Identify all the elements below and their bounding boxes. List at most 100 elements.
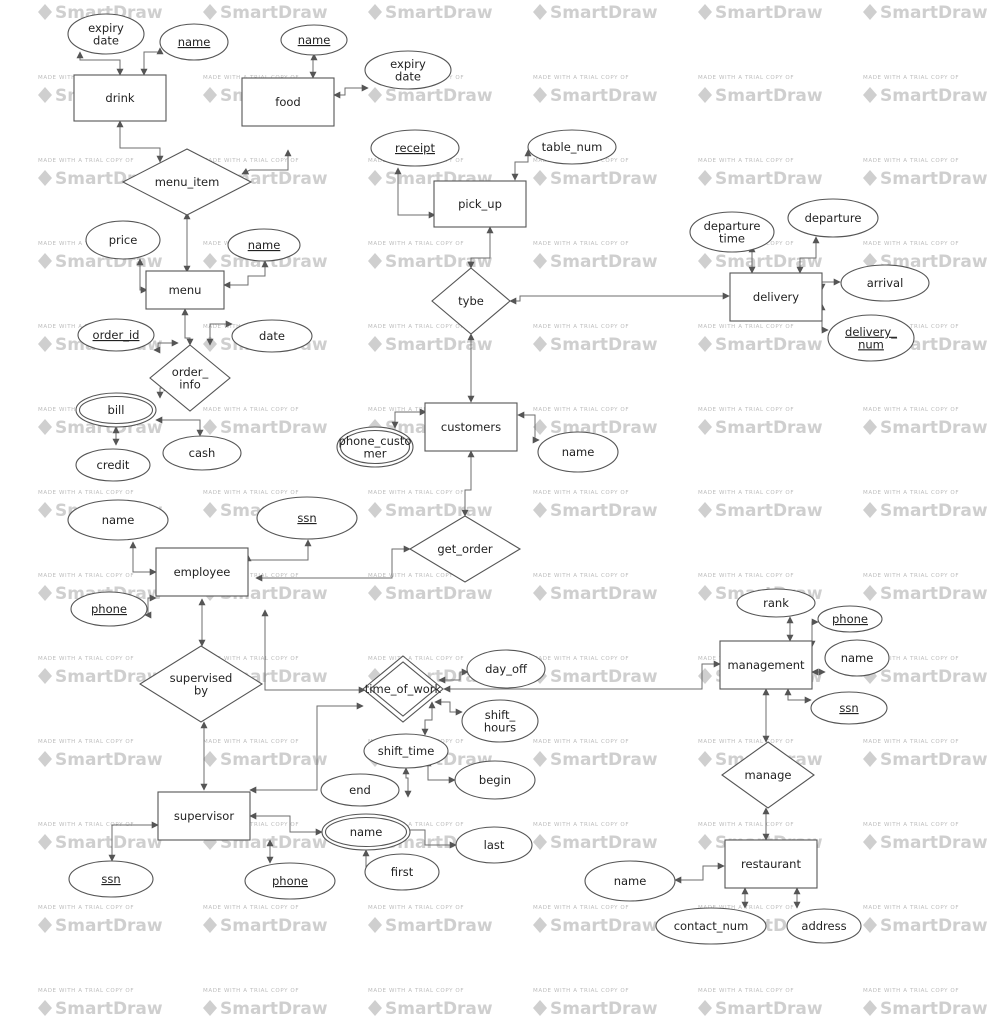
attribute-rest-name[interactable]: name [584, 860, 676, 902]
watermark-caption: MADE WITH A TRIAL COPY OF [38, 490, 134, 496]
attribute-mgmt-name[interactable]: name [824, 639, 890, 677]
attribute-day-off[interactable]: day_off [466, 649, 546, 689]
attribute-delivery-num[interactable]: delivery_num [827, 314, 915, 362]
watermark-caption: MADE WITH A TRIAL COPY OF [203, 490, 299, 496]
entity-supervisor[interactable]: supervisor [157, 791, 251, 841]
attribute-menu-name[interactable]: name [227, 228, 301, 262]
attribute-emp-ssn[interactable]: ssn [256, 496, 358, 540]
attribute-name-last[interactable]: last [455, 826, 533, 864]
node-label: time_of_work [365, 682, 442, 696]
attribute-order-date[interactable]: date [231, 319, 313, 353]
smartdraw-logo-icon [533, 170, 547, 186]
attribute-table-num[interactable]: table_num [527, 129, 617, 165]
attribute-credit[interactable]: credit [75, 448, 151, 482]
relationship-order-info[interactable]: order_info [149, 344, 231, 412]
attribute-food-name[interactable]: name [280, 24, 348, 56]
entity-customers[interactable]: customers [424, 402, 518, 452]
attribute-sup-phone[interactable]: phone [244, 862, 336, 900]
attribute-arrival[interactable]: arrival [840, 264, 930, 302]
watermark-caption: MADE WITH A TRIAL COPY OF [698, 490, 794, 496]
relationship-manage[interactable]: manage [721, 741, 815, 809]
entity-restaurant[interactable]: restaurant [724, 839, 818, 889]
multivalued-phone-customer[interactable]: phone_customer [336, 426, 414, 468]
multivalued-sup-name[interactable]: name [321, 813, 411, 851]
attribute-cash[interactable]: cash [162, 435, 242, 471]
watermark-caption: MADE WITH A TRIAL COPY OF [368, 490, 464, 496]
node-label: first [391, 865, 414, 879]
watermark-caption: MADE WITH A TRIAL COPY OF [863, 988, 959, 994]
relationship-menu-item[interactable]: menu_item [121, 148, 253, 216]
attribute-shift-begin[interactable]: begin [454, 760, 536, 800]
entity-box [729, 272, 823, 322]
attribute-mgmt-ssn[interactable]: ssn [810, 691, 888, 725]
smartdraw-logo-icon [698, 170, 712, 186]
watermark-caption: MADE WITH A TRIAL COPY OF [368, 324, 464, 330]
multivalued-bill[interactable]: bill [75, 392, 157, 428]
entity-management[interactable]: management [719, 640, 813, 690]
node-label: phone [832, 612, 868, 626]
attribute-emp-name[interactable]: name [67, 499, 169, 541]
attribute-mgmt-rank[interactable]: rank [736, 588, 816, 618]
watermark-brand: SmartDraw [550, 501, 658, 521]
weak_relationship-time-of-work[interactable]: time_of_work [362, 655, 444, 723]
watermark-brand: SmartDraw [385, 3, 493, 23]
attribute-drink-name[interactable]: name [159, 23, 229, 61]
entity-menu[interactable]: menu [145, 270, 225, 310]
entity-delivery[interactable]: delivery [729, 272, 823, 322]
connector-line [509, 292, 730, 305]
attribute-receipt[interactable]: receipt [370, 129, 460, 167]
entity-drink[interactable]: drink [73, 74, 167, 122]
watermark-caption: MADE WITH A TRIAL COPY OF [203, 656, 299, 662]
entity-employee[interactable]: employee [155, 547, 249, 597]
attribute-emp-phone[interactable]: phone [70, 591, 148, 627]
attribute-ellipse [67, 499, 169, 541]
attribute-sup-ssn[interactable]: ssn [68, 860, 154, 898]
node-label: name [350, 825, 383, 839]
attribute-shift-hours[interactable]: shift_hours [461, 699, 539, 743]
attribute-ellipse [256, 496, 358, 540]
attribute-menu-price[interactable]: price [85, 220, 161, 260]
watermark-brand: SmartDraw [550, 584, 658, 604]
watermark-brand: SmartDraw [550, 916, 658, 936]
attribute-customer-name[interactable]: name [537, 431, 619, 473]
attribute-shift-time[interactable]: shift_time [363, 733, 449, 769]
entity-food[interactable]: food [241, 77, 335, 127]
smartdraw-logo-icon [38, 419, 52, 435]
watermark-brand: SmartDraw [715, 169, 823, 189]
watermark-brand: SmartDraw [385, 916, 493, 936]
attribute-departure[interactable]: departure [787, 198, 879, 238]
attribute-mgmt-phone[interactable]: phone [817, 605, 883, 633]
entity-pick-up[interactable]: pick_up [433, 180, 527, 228]
relationship-get-order[interactable]: get_order [408, 515, 522, 583]
attribute-rest-address[interactable]: address [786, 908, 862, 944]
watermark-caption: MADE WITH A TRIAL COPY OF [38, 158, 134, 164]
attribute-contact-num[interactable]: contact_num [655, 907, 767, 945]
smartdraw-logo-icon [38, 502, 52, 518]
attribute-shift-end[interactable]: end [320, 773, 400, 807]
connector-line [153, 339, 179, 354]
watermark-brand: SmartDraw [715, 418, 823, 438]
connector-line [443, 660, 721, 693]
attribute-name-first[interactable]: first [364, 853, 440, 891]
connector-line [108, 821, 159, 862]
attribute-order-id[interactable]: order_id [77, 318, 155, 352]
watermark-caption: MADE WITH A TRIAL COPY OF [533, 739, 629, 745]
node-label: tybe [458, 294, 484, 308]
relationship-tybe[interactable]: tybe [431, 267, 511, 335]
